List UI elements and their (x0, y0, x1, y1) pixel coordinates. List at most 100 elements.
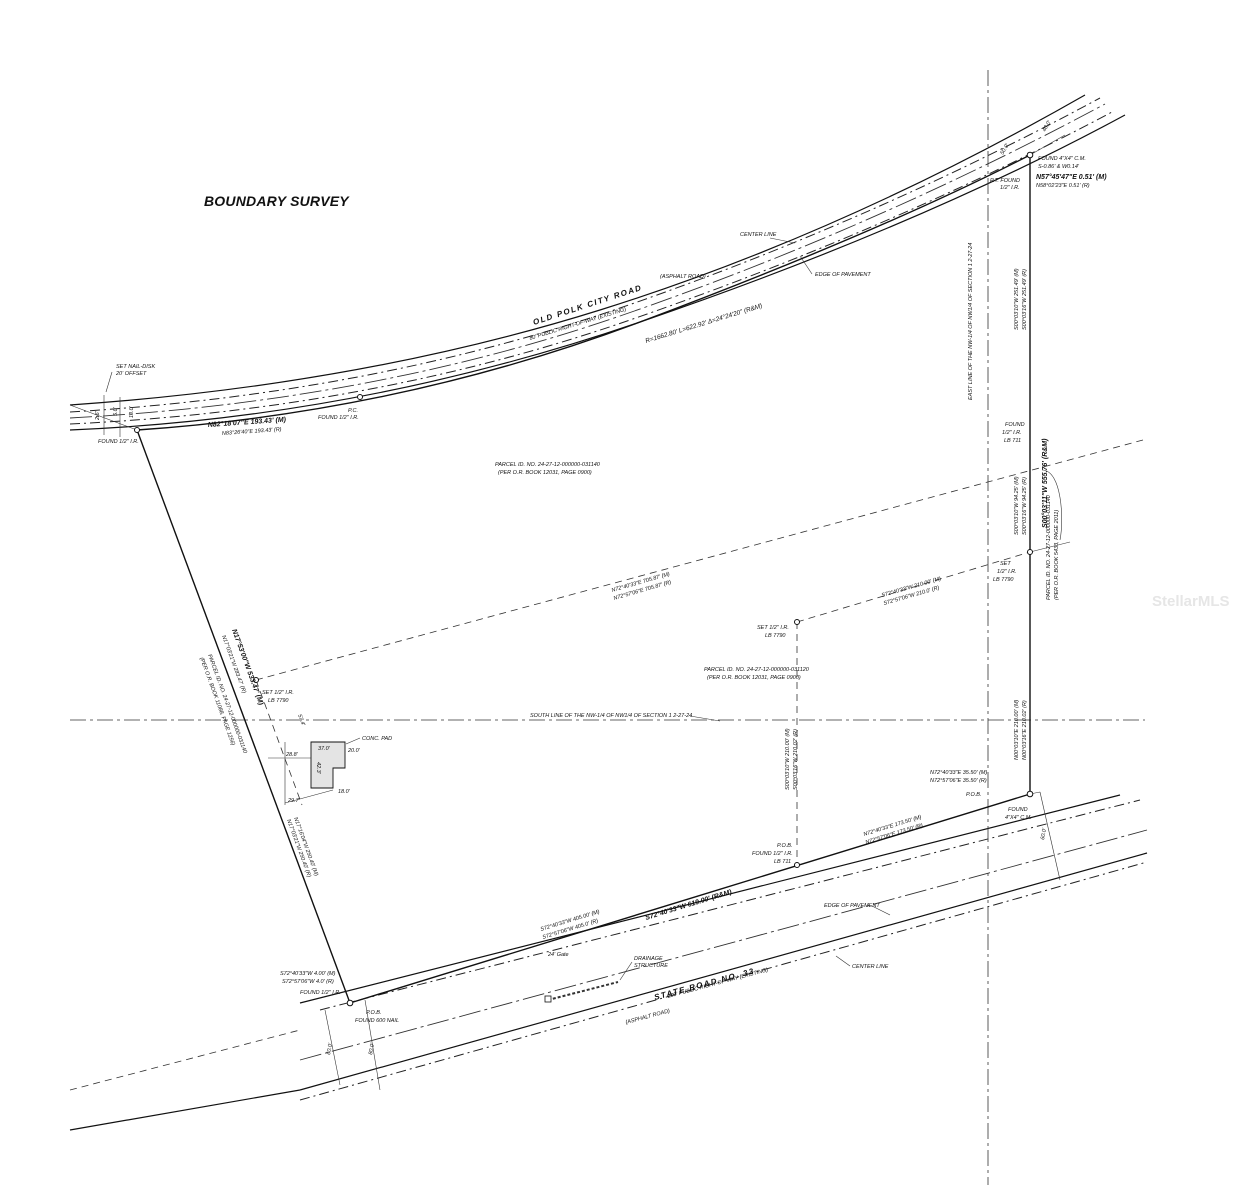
monument-sw (346, 999, 354, 1007)
found-cm-ne-label: FOUND 4"X4" C.M. (1038, 156, 1086, 162)
north-center-line-leader (769, 237, 796, 244)
east-upper-bearing-m: S00°03'10"W 251.49' (M) (1014, 268, 1020, 330)
parcel-north-id: PARCEL ID. NO. 24-27-12-000000-031140 (495, 462, 601, 468)
svg-text:5.0': 5.0' (113, 406, 119, 416)
drainage-pipe (547, 981, 619, 1001)
ne-tie-measured: N57°45'47"E 0.51' (M) (1036, 173, 1107, 181)
parcel-south-id: PARCEL ID. NO. 24-27-12-000000-031120 (704, 667, 810, 673)
svg-text:N83°26'40"E 193.43' (R): N83°26'40"E 193.43' (R) (222, 427, 282, 437)
north-center-line (69, 103, 1106, 419)
south-center-line-label: CENTER LINE (852, 964, 889, 970)
north-edge-of-pavement (69, 97, 1101, 413)
svg-text:S72°40'33"W 619.00' (R&M): S72°40'33"W 619.00' (R&M) (644, 888, 733, 922)
svg-text:60.0': 60.0' (326, 1042, 334, 1056)
parcel-east-id: PARCEL ID. NO. 24-27-12-000000-031140 (1046, 494, 1052, 600)
east-upper-bearing-r: S00°03'16"W 251.49' (R) (1022, 269, 1028, 330)
nw-dim-b: 5.0' (113, 406, 119, 416)
pc-found-label: FOUND 1/2" I.R. (318, 415, 359, 421)
north-edge-of-pavement-2 (69, 111, 1113, 425)
east-mid-bearing-m: S00°03'10"W 94.25' (M) (1014, 476, 1020, 535)
set-nail-leader (105, 371, 113, 393)
conc-pad-leader (345, 737, 361, 745)
boundary-north-curve (136, 154, 1031, 431)
south-row-line-west (69, 1089, 301, 1131)
ne-dim-b: 50.0' (1000, 142, 1012, 156)
watermark: StellarMLS (1152, 593, 1230, 610)
svg-text:PARCEL ID. NO. 24-27-12-000000: PARCEL ID. NO. 24-27-12-000000-031140 (206, 654, 248, 755)
pob-mid-label: P.O.B. (777, 843, 793, 849)
sw-dim-a: 60.0' (326, 1042, 334, 1056)
svg-text:S00°03'10"W 210.00' (M): S00°03'10"W 210.00' (M) (785, 728, 791, 790)
monument-pc (357, 394, 363, 400)
nw-tie-lines (69, 395, 138, 437)
boundary-west-line (136, 429, 351, 1004)
interior-diagonal-line (255, 439, 1144, 681)
east-mid-bearing-r: S00°03'16"W 94.25' (R) (1022, 477, 1028, 535)
sw-dimension (324, 999, 381, 1091)
pob-mid-found: FOUND 1/2" I.R. (752, 851, 793, 857)
boundary-south-line (349, 793, 1031, 1004)
svg-text:S00°03'16"W 210.02' (R): S00°03'16"W 210.02' (R) (793, 729, 799, 790)
east-total-leader (1041, 469, 1062, 541)
svg-text:40.0': 40.0' (1042, 119, 1054, 133)
south-center-line (299, 829, 1148, 1061)
conc-pad-label: CONC. PAD (362, 736, 392, 742)
parcel-west-id: PARCEL ID. NO. 24-27-12-000000-031140 (206, 654, 248, 755)
found-ir-east-ir: 1/2" I.R. (1002, 430, 1022, 436)
drainage-inlet (544, 995, 552, 1003)
sw-tie-bearing-m: S72°40'33"W 4.00' (M) (280, 971, 336, 977)
pc-label: P.C. (348, 408, 358, 414)
monument-east-set (1027, 549, 1033, 555)
svg-text:S00°03'11"W 555.76' (R&M): S00°03'11"W 555.76' (R&M) (1041, 438, 1049, 528)
pad-mid-dim: 42.3' (315, 762, 321, 775)
set-ir-west-lb: LB 7790 (268, 698, 289, 704)
pob-east-label: P.O.B. (966, 792, 982, 798)
monument-west-set (253, 677, 259, 683)
parcel-east-ref: (PER O.R. BOOK 5433, PAGE 2011) (1054, 510, 1060, 600)
drainage-leader (619, 961, 633, 981)
svg-text:10.0': 10.0' (129, 405, 135, 418)
pad-top-dim: 37.0' (318, 746, 331, 752)
south-row-line-lower (299, 852, 1148, 1091)
drawing-title: BOUNDARY SURVEY (204, 193, 350, 209)
north-edge-pavement-label: EDGE OF PAVEMENT (815, 272, 871, 278)
parcel-south-ref: (PER O.R. BOOK 12031, PAGE 0900) (707, 675, 801, 681)
south-center-line-leader (835, 955, 851, 967)
pt-found-label: P.T. FOUND (990, 178, 1020, 184)
inner-vertical-bearing-r: S00°03'16"W 210.02' (R) (793, 729, 799, 790)
north-row-line-upper (69, 94, 1086, 406)
svg-text:42.3': 42.3' (315, 762, 321, 775)
svg-text:50.0': 50.0' (1000, 142, 1012, 156)
pob-mid-lb: LB 711 (774, 859, 791, 865)
nw-dim-a: 2.6' (95, 410, 101, 421)
monument-se (1026, 790, 1034, 798)
ne-tie-record: N58°02'23"E 0.51' (R) (1036, 183, 1090, 189)
east-lower-bearing-m: N00°03'10"E 210.00' (M) (1014, 699, 1020, 760)
east-stub (1029, 541, 1071, 553)
north-bearing-record: N83°26'40"E 193.43' (R) (222, 427, 282, 437)
ne-dim-a: 40.0' (1042, 119, 1054, 133)
north-curve-data: R=1662.80' L=622.92' Δ=24°24'20" (R&M) (644, 302, 763, 345)
parcel-north-ref: (PER O.R. BOOK 12031, PAGE 0900) (498, 470, 592, 476)
found-ir-east-label: FOUND (1005, 422, 1025, 428)
svg-text:2.6': 2.6' (95, 410, 101, 421)
nw-dim-c: 10.0' (129, 405, 135, 418)
found-cm-ne-offset: S-0.86' & W0.14' (1038, 164, 1080, 170)
concrete-pad (310, 741, 346, 789)
set-ir-mid-lb: LB 7790 (765, 633, 786, 639)
svg-text:S00°03'10"W 94.25' (M): S00°03'10"W 94.25' (M) (1014, 476, 1020, 535)
se-dim: 60.0' (1040, 827, 1048, 841)
east-lower-bearing-r: N00°03'16"E 210.02' (R) (1022, 700, 1028, 760)
south-section-line-label: SOUTH LINE OF THE NW-1/4 OF NW1/4 OF SEC… (530, 713, 692, 719)
pt-found-ir-label: 1/2" I.R. (1000, 185, 1020, 191)
south-outer-row-line (69, 1029, 301, 1091)
north-row-line-lower (69, 114, 1126, 431)
east-total-bearing: S00°03'11"W 555.76' (R&M) (1041, 438, 1049, 528)
set-ir-mid-label: SET 1/2" I.R. (757, 625, 789, 631)
south-asphalt-label: (ASPHALT ROAD) (625, 1008, 671, 1026)
svg-text:(ASPHALT ROAD): (ASPHALT ROAD) (625, 1008, 671, 1026)
east-section-line-label: EAST LINE OF THE NW-1/4 OF NW1/4 OF SECT… (968, 243, 974, 400)
svg-text:80.0': 80.0' (368, 1042, 376, 1056)
monument-nw (134, 427, 140, 433)
set-ir-west-label: SET 1/2" I.R. (262, 690, 294, 696)
